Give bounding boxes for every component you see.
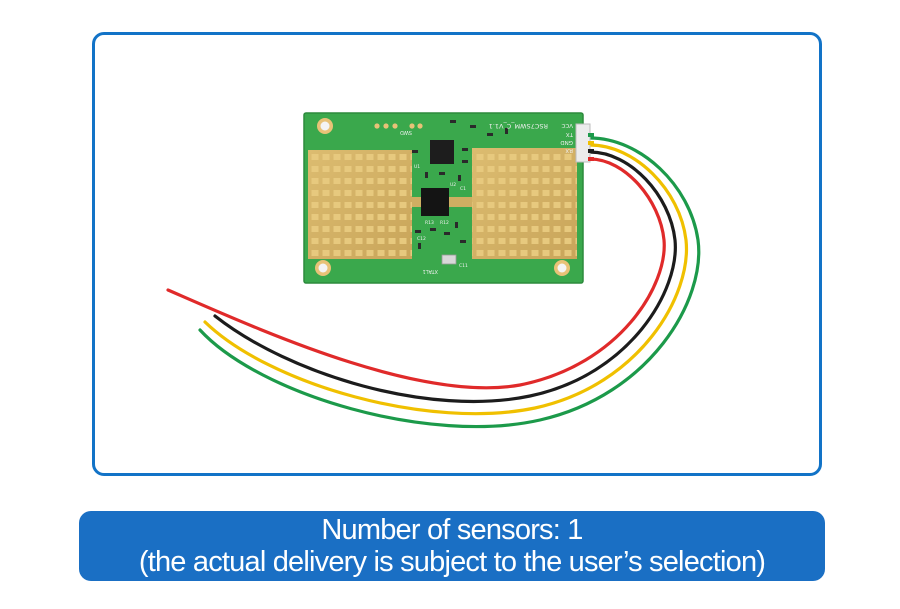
pin-label-tx: TX xyxy=(566,131,574,137)
pin-label-vcc: VCC xyxy=(561,122,573,128)
label-u2: U2 xyxy=(450,182,456,188)
radar-pcb: RSC7SWM_C_V1.1 VCC TX GND RX XTAL1 SWD C… xyxy=(303,112,594,284)
pin-labels: VCC TX GND RX xyxy=(560,122,574,153)
label-u1: U1 xyxy=(414,164,420,170)
sensor-cable xyxy=(166,136,701,429)
debug-label: SWD xyxy=(400,129,412,135)
wire-yellow xyxy=(203,143,689,416)
caption-banner: Number of sensors: 1 (the actual deliver… xyxy=(79,511,825,581)
crystal xyxy=(441,254,457,265)
wire-red xyxy=(166,157,666,390)
wire-black xyxy=(213,150,677,404)
mcu-chip xyxy=(430,140,454,164)
crystal-label: XTAL1 xyxy=(423,268,438,274)
pin-label-gnd: GND xyxy=(560,139,573,145)
label-r12: R12 xyxy=(440,220,449,226)
test-pads xyxy=(374,123,423,129)
label-c12: C12 xyxy=(417,236,426,242)
pin-header-connector xyxy=(575,123,594,163)
caption-line-2: (the actual delivery is subject to the u… xyxy=(138,546,766,578)
antenna-array-left xyxy=(308,150,412,259)
label-c11: C11 xyxy=(459,263,468,269)
caption-line-1: Number of sensors: 1 xyxy=(321,514,583,546)
wire-green xyxy=(198,136,701,429)
smd-components xyxy=(412,120,508,249)
pin-label-rx: RX xyxy=(565,147,573,153)
radar-chip xyxy=(421,188,449,216)
mounting-hole xyxy=(315,118,570,276)
label-c1: C1 xyxy=(460,186,466,192)
label-r13: R13 xyxy=(425,220,434,226)
antenna-array-right xyxy=(472,148,577,259)
board-model-label: RSC7SWM_C_V1.1 xyxy=(489,122,548,130)
